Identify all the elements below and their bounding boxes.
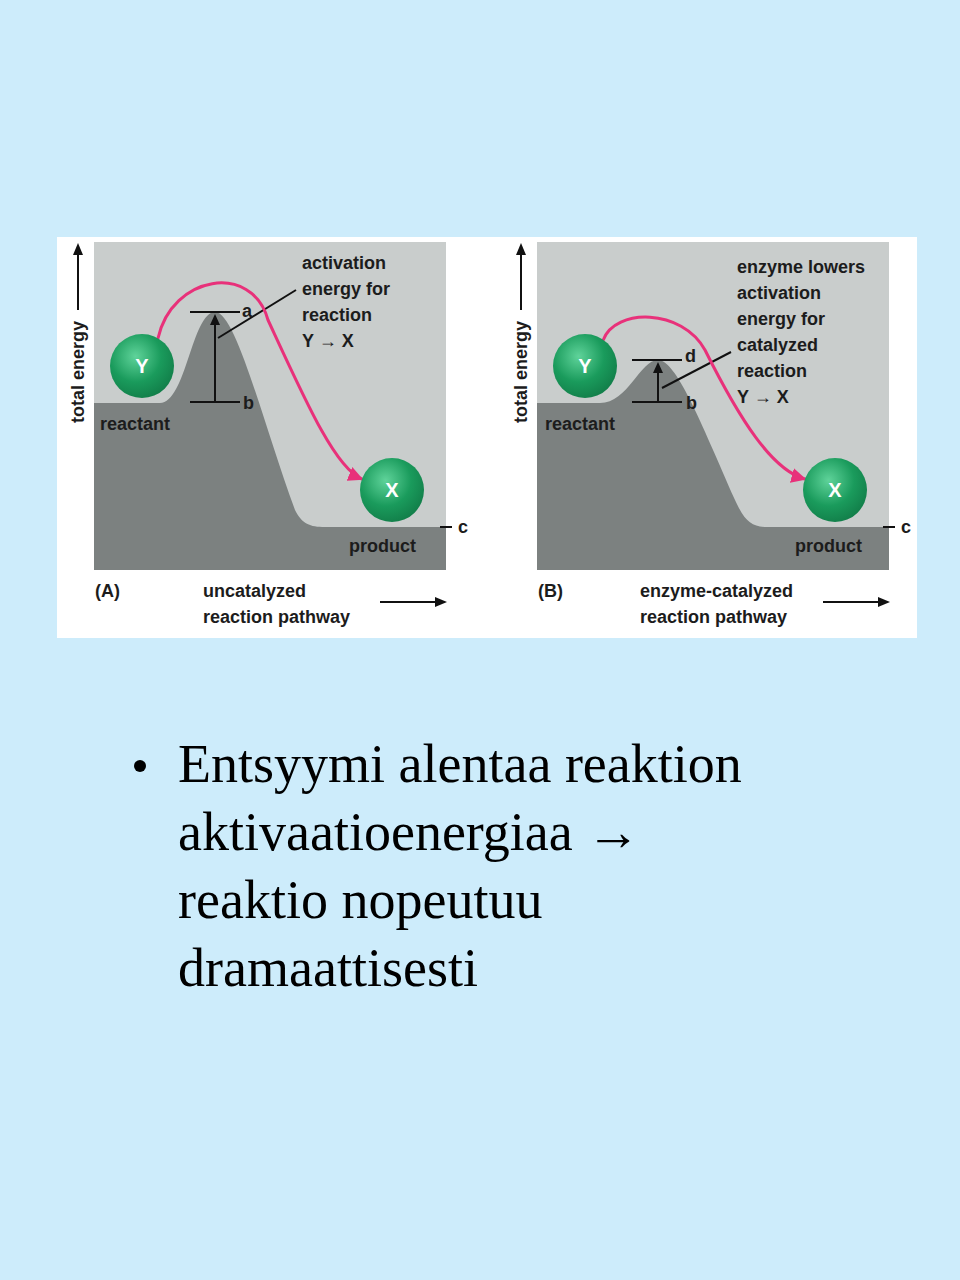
state-label: reactant [545, 411, 615, 437]
arrow-heads [73, 243, 890, 607]
molecule-circle: Y [110, 334, 174, 398]
molecule-circle: X [360, 458, 424, 522]
molecule-letter: X [828, 479, 841, 502]
axis-title: total energy [65, 321, 91, 423]
figure-panel [57, 237, 917, 638]
plot-ground [537, 242, 889, 570]
level-letter: b [686, 390, 697, 416]
axis-title: enzyme-catalyzed reaction pathway [640, 578, 815, 630]
axis-title: total energy [508, 321, 534, 423]
level-letter: d [685, 343, 696, 369]
reaction-label: Y → X [737, 384, 789, 410]
molecule-letter: Y [578, 355, 591, 378]
axis-title: uncatalyzed reaction pathway [203, 578, 378, 630]
plot-ground [94, 242, 446, 570]
energy-terrain [94, 312, 446, 570]
level-letter: b [243, 390, 254, 416]
level-letter: c [901, 514, 911, 540]
state-label: product [795, 533, 862, 559]
molecule-letter: Y [135, 355, 148, 378]
molecule-circle: Y [553, 334, 617, 398]
bullet-text: Entsyymi alentaa reaktion aktivaatioener… [178, 730, 748, 1002]
panel-letter: (B) [538, 578, 563, 604]
level-letter: a [242, 298, 252, 324]
molecule-letter: X [385, 479, 398, 502]
callout-text: activation energy for reaction [302, 250, 422, 328]
state-label: product [349, 533, 416, 559]
reaction-label: Y → X [302, 328, 354, 354]
molecule-circle: X [803, 458, 867, 522]
callout-text: enzyme lowers activation energy for cata… [737, 254, 877, 384]
bullet-dot [134, 760, 146, 772]
panel-letter: (A) [95, 578, 120, 604]
axis-lines [78, 252, 895, 602]
level-letter: c [458, 514, 468, 540]
state-label: reactant [100, 411, 170, 437]
